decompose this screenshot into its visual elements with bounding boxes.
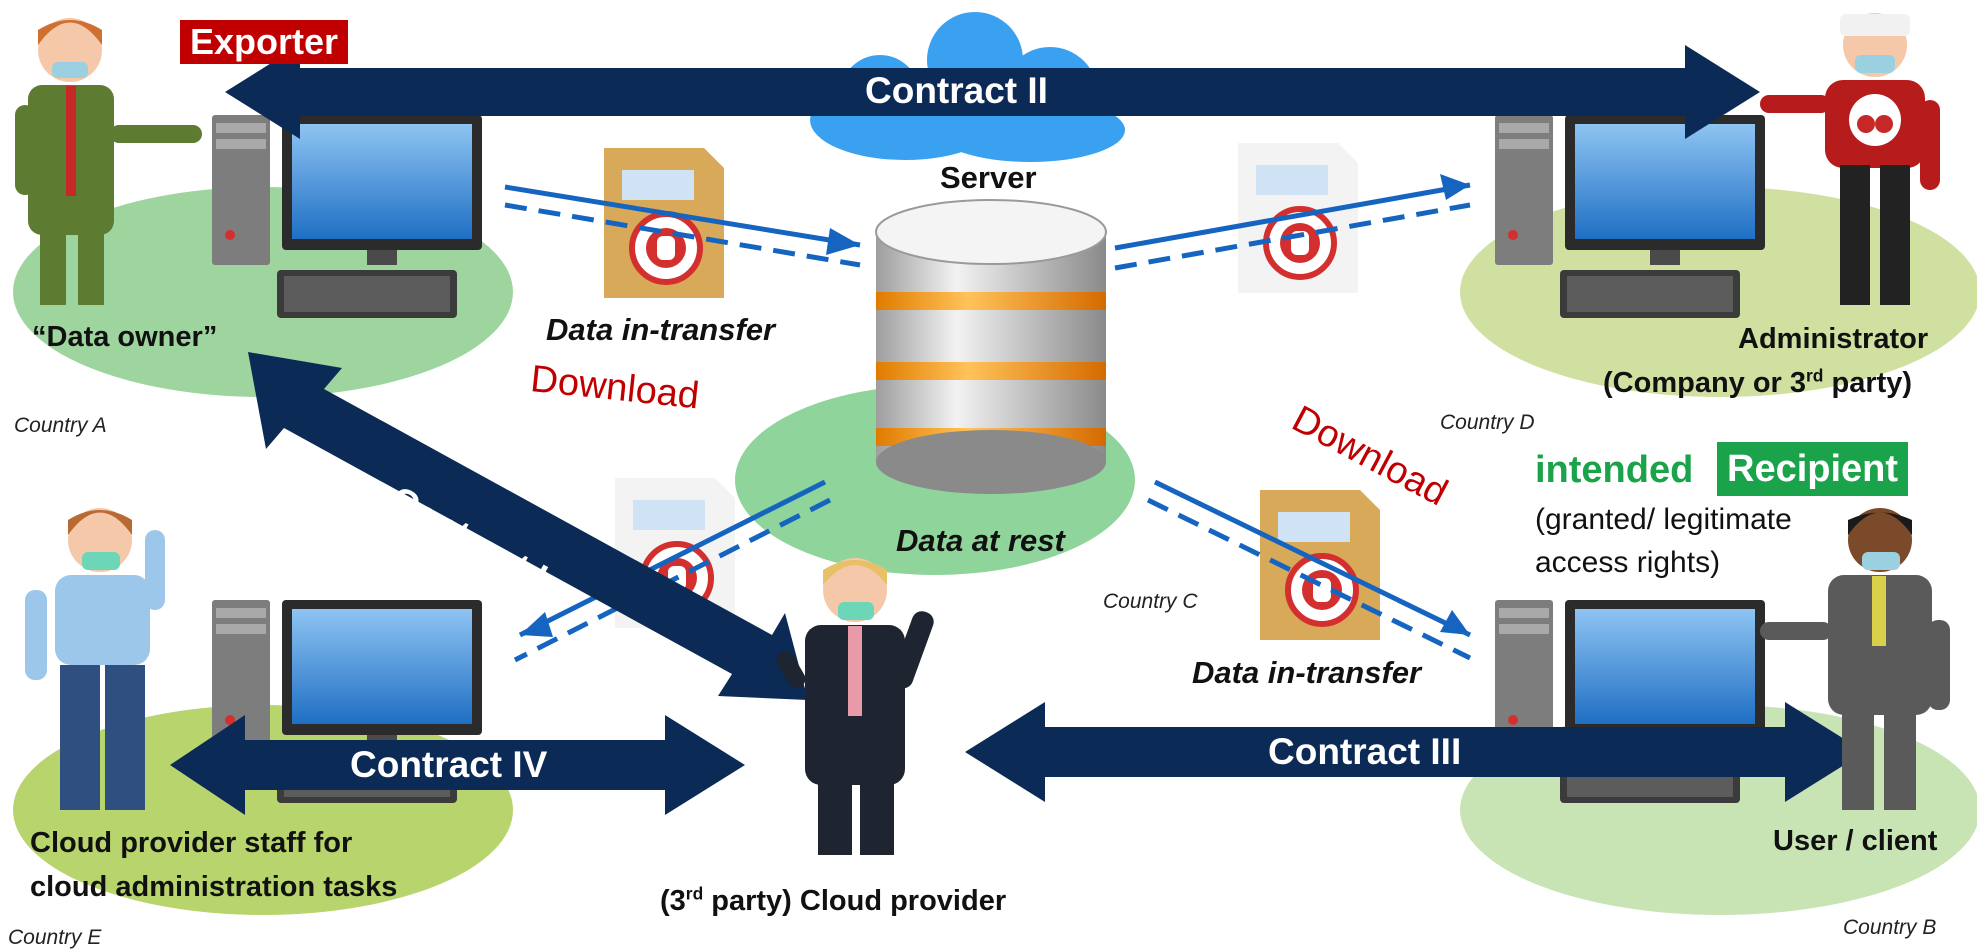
country-d-label: Country D	[1440, 411, 1535, 434]
data-owner-label: “Data owner”	[32, 321, 218, 353]
country-a-label: Country A	[14, 414, 107, 437]
cloud-staff-label-line1: Cloud provider staff for	[30, 827, 353, 859]
contract-ii-label: Contract II	[865, 70, 1048, 111]
contract-iv-label: Contract IV	[350, 744, 548, 785]
user-client-label: User / client	[1773, 825, 1938, 857]
recipient-note-line2: access rights)	[1535, 546, 1721, 579]
administrator-label-line2: (Company or 3rd party)	[1603, 365, 1913, 399]
server-title: Server	[940, 160, 1037, 195]
administrator-person	[1760, 13, 1940, 305]
contract-ii-arrow	[225, 45, 1760, 139]
cloud-provider-person	[776, 558, 934, 855]
exporter-badge: Exporter	[180, 20, 349, 64]
intended-label: intended	[1535, 449, 1694, 491]
cloud-provider-label: (3rd party) Cloud provider	[660, 883, 1007, 917]
server-database-icon	[875, 199, 1107, 494]
country-c-label: Country C	[1103, 590, 1198, 613]
country-e-label: Country E	[8, 926, 102, 949]
data-transfer-arrowheads	[520, 174, 1470, 637]
contract-iii-label: Contract III	[1268, 731, 1462, 772]
data-at-rest-label: Data at rest	[896, 523, 1065, 558]
country-b-label: Country B	[1843, 916, 1937, 939]
user-client-person	[1760, 508, 1950, 810]
data-owner-person	[15, 18, 202, 305]
contract-iii-arrow	[965, 702, 1865, 802]
recipient-badge: Recipient	[1717, 442, 1909, 496]
data-in-transfer-upper: Data in-transfer	[546, 312, 776, 347]
data-transfer-arrows	[504, 182, 1472, 663]
cloud-staff-person	[25, 508, 165, 810]
cloud-staff-label-line2: cloud administration tasks	[30, 871, 398, 903]
administrator-label-line1: Administrator	[1738, 323, 1929, 355]
data-in-transfer-lower: Data in-transfer	[1192, 655, 1422, 690]
contract-i-arrow	[248, 352, 808, 700]
contract-iv-arrow	[170, 715, 745, 815]
recipient-note-line1: (granted/ legitimate	[1535, 503, 1792, 536]
contract-arrows	[170, 45, 1865, 815]
